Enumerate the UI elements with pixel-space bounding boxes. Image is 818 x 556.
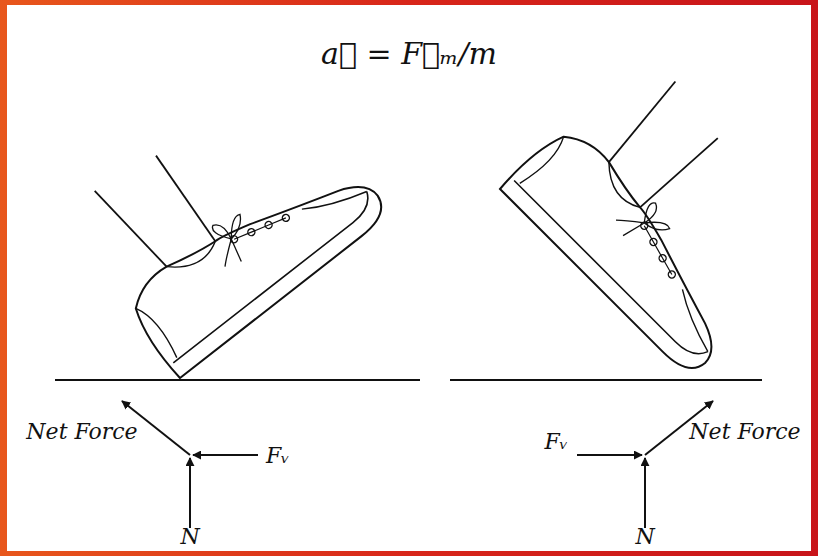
net-force-label: Net Force (689, 421, 800, 443)
normal-force-label: N (635, 526, 654, 548)
formula-title: a⃗ = F⃗ₘ/m (321, 39, 497, 69)
friction-force-label: Fᵥ (266, 445, 289, 467)
net-force-label: Net Force (26, 421, 137, 443)
friction-force-label: Fᵥ (545, 431, 568, 453)
normal-force-label: N (180, 526, 199, 548)
